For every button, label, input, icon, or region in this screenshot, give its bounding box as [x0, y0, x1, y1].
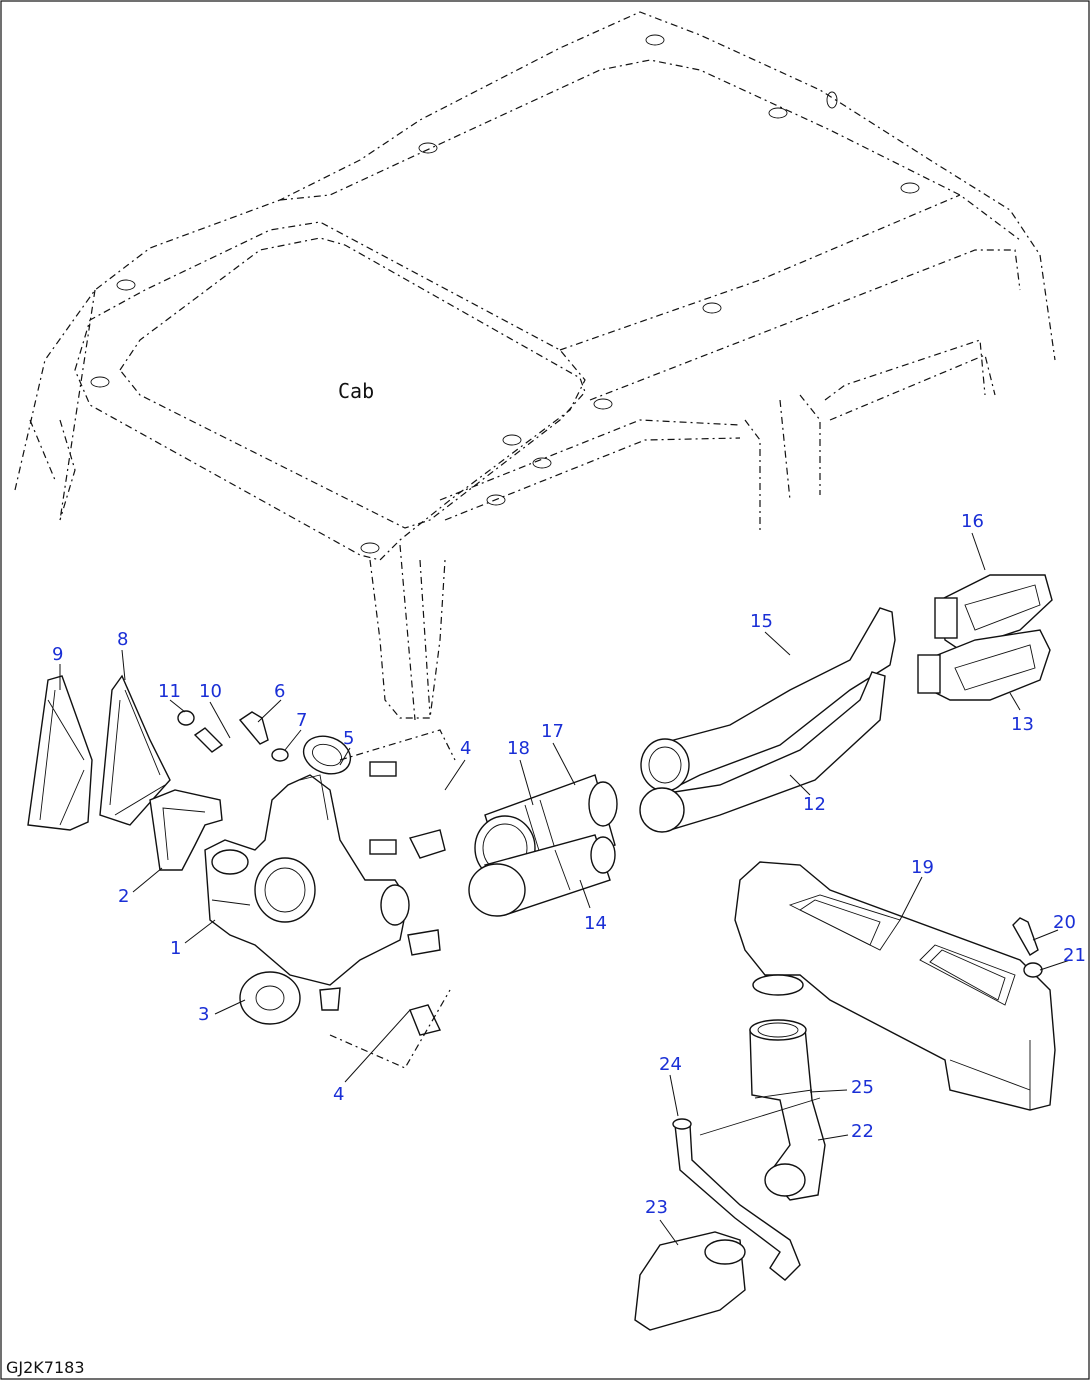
- drawing-code: GJ2K7183: [6, 1358, 85, 1377]
- callout-13: 13: [1011, 714, 1034, 735]
- part-3-ring: [239, 971, 301, 1025]
- cab-label: Cab: [338, 379, 374, 403]
- part-14-duct: [468, 834, 616, 917]
- callout-1: 1: [170, 938, 181, 959]
- callout-19: 19: [911, 857, 934, 878]
- cab-outline: [14, 11, 1056, 721]
- callout-21: 21: [1063, 945, 1086, 966]
- callout-24: 24: [659, 1054, 682, 1075]
- callout-12: 12: [803, 794, 826, 815]
- part-13-vent: [917, 629, 1051, 701]
- callout-8: 8: [117, 629, 128, 650]
- part-4-pads: [319, 729, 456, 1069]
- callout-4-bottom: 4: [333, 1084, 344, 1105]
- callout-20: 20: [1053, 912, 1076, 933]
- part-22-hose: [749, 1019, 826, 1201]
- part-6-bolt: [238, 711, 269, 745]
- callout-3: 3: [198, 1004, 209, 1025]
- callout-11: 11: [158, 681, 181, 702]
- part-20-bolt: [1012, 917, 1039, 956]
- callout-4-top: 4: [460, 738, 471, 759]
- callout-6: 6: [274, 681, 285, 702]
- callout-16: 16: [961, 511, 984, 532]
- part-7-washer: [271, 748, 289, 762]
- callout-23: 23: [645, 1197, 668, 1218]
- leader-lines: [59, 532, 1071, 1246]
- part-2-bracket: [149, 789, 223, 871]
- part-23-drain: [634, 1231, 746, 1331]
- part-5-ring: [302, 735, 352, 775]
- callout-18: 18: [507, 738, 530, 759]
- callout-2: 2: [118, 886, 129, 907]
- callout-9: 9: [52, 644, 63, 665]
- callout-22: 22: [851, 1121, 874, 1142]
- part-10-bolt: [193, 727, 224, 753]
- part-9-cover: [27, 675, 93, 831]
- part-11-nut: [177, 710, 195, 726]
- part-25-clamp: [699, 1089, 821, 1136]
- callouts: 9 8 11 10 6 7 5 4 2 1 3 4 18 17 14 15 12…: [52, 511, 1086, 1218]
- callout-14: 14: [584, 913, 607, 934]
- part-19-duct: [734, 861, 1056, 1111]
- callout-25: 25: [851, 1077, 874, 1098]
- callout-5: 5: [343, 728, 354, 749]
- part-24-drain-tube: [672, 1118, 801, 1281]
- callout-10: 10: [199, 681, 222, 702]
- part-12-duct: [639, 671, 886, 833]
- part-1-housing: [204, 774, 410, 986]
- part-16-vent: [934, 574, 1053, 651]
- part-21-washer: [1023, 962, 1043, 978]
- callout-15: 15: [750, 611, 773, 632]
- part-15-duct: [640, 607, 896, 792]
- callout-7: 7: [296, 710, 307, 731]
- callout-17: 17: [541, 721, 564, 742]
- part-8-cover: [99, 674, 171, 826]
